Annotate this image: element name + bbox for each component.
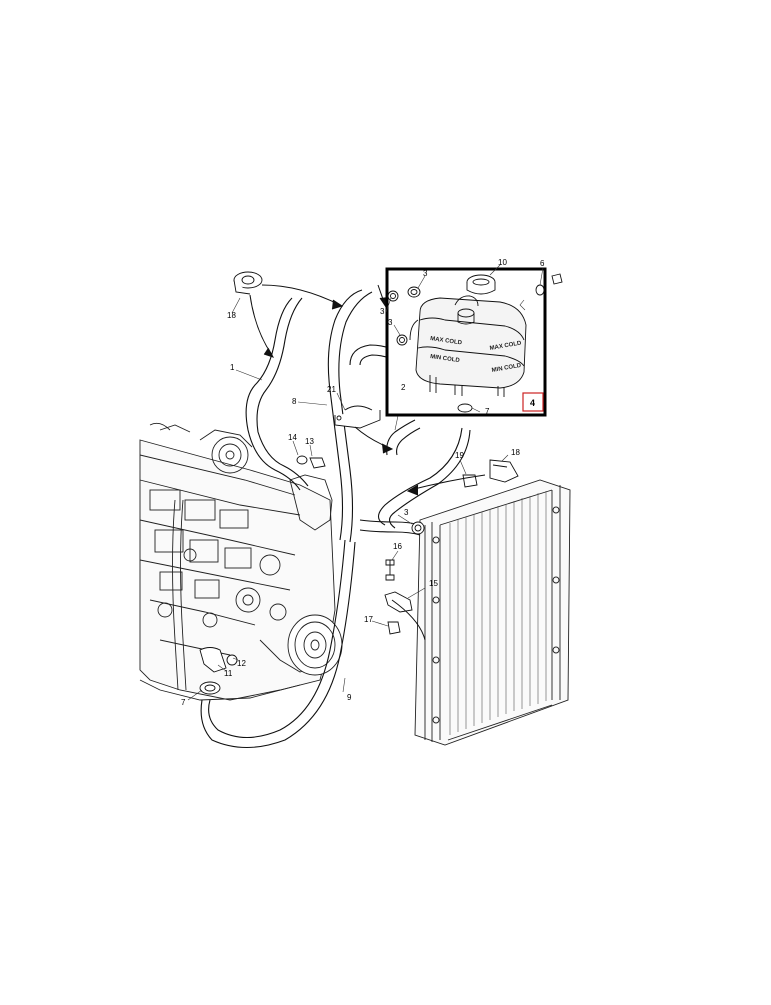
tank-leaders xyxy=(385,264,544,413)
clamp-3-tank-b xyxy=(387,290,399,302)
expansion-tank xyxy=(409,295,527,397)
label-1: 1 xyxy=(230,363,235,372)
clamp-7-bottom xyxy=(199,681,221,695)
label-11: 11 xyxy=(224,669,233,678)
hoses xyxy=(200,289,471,748)
connector-14 xyxy=(296,455,308,465)
clamp-20 xyxy=(233,271,263,295)
label-10: 10 xyxy=(498,258,507,267)
label-19: 19 xyxy=(455,451,464,460)
clamp-3-tank-a xyxy=(407,286,421,298)
label-18: 18 xyxy=(511,448,520,457)
tank-marking-4: MIN COLD xyxy=(491,363,522,374)
highlight-label: 4 xyxy=(530,398,535,408)
label-7-tank: 7 xyxy=(485,407,490,416)
pointer-arrows xyxy=(249,284,486,641)
label-6: 6 xyxy=(540,259,545,268)
clamp-3-radiator xyxy=(411,521,425,535)
clamp-3-tank-c xyxy=(396,334,408,346)
tank-marking-1: MAX COLD xyxy=(430,336,463,346)
hose-fittings xyxy=(199,271,519,695)
radiator xyxy=(414,479,571,746)
clamp-12 xyxy=(226,654,238,666)
label-14: 14 xyxy=(288,433,297,442)
clamp-7-tank xyxy=(457,403,473,413)
engine-block xyxy=(139,422,336,701)
bracket-18 xyxy=(489,459,519,483)
label-16: 16 xyxy=(393,542,402,551)
bolt-6 xyxy=(551,273,563,285)
label-2: 2 xyxy=(401,383,406,392)
label-3-radiator: 3 xyxy=(404,508,409,517)
label-9: 9 xyxy=(347,693,352,702)
bolt-16 xyxy=(385,559,395,581)
label-3-tank-b: 3 xyxy=(380,307,385,316)
part-labels: 18 1 8 21 2 14 13 3 16 15 17 19 18 9 11 … xyxy=(181,258,545,707)
highlight-badge xyxy=(522,392,544,412)
label-12: 12 xyxy=(237,659,246,668)
crank-pulley xyxy=(287,614,343,676)
highlight-frame: MAX COLD MIN COLD MAX COLD MIN COLD xyxy=(385,264,547,417)
radiator-fins xyxy=(449,491,547,735)
label-20: 18 xyxy=(227,311,236,320)
label-13: 13 xyxy=(305,437,314,446)
label-3-tank-c: 3 xyxy=(388,318,393,327)
label-21: 21 xyxy=(327,385,336,394)
tank-marking-3: MAX COLD xyxy=(489,340,522,352)
nut-17 xyxy=(387,621,401,635)
label-8: 8 xyxy=(292,397,297,406)
bracket-15 xyxy=(384,591,413,613)
filler-cap-10 xyxy=(466,274,496,295)
label-7-bottom: 7 xyxy=(181,698,186,707)
tank-marking-2: MIN COLD xyxy=(430,354,461,364)
label-17: 17 xyxy=(364,615,373,624)
label-15: 15 xyxy=(429,579,438,588)
label-3-tank-a: 3 xyxy=(423,269,428,278)
washer-6 xyxy=(535,284,545,296)
clamp-21 xyxy=(334,405,381,429)
elbow-13 xyxy=(309,457,326,469)
